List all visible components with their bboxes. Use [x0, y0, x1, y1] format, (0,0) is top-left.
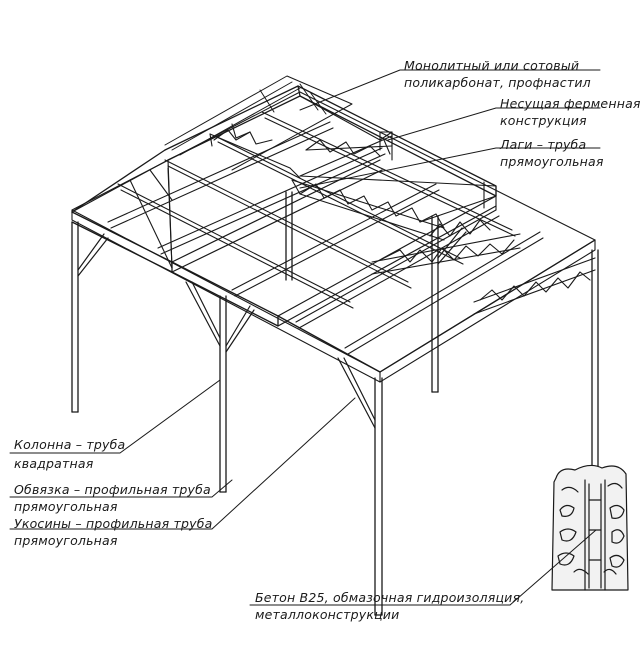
label-strapping-1: Обвязка – профильная труба: [14, 482, 211, 497]
label-truss-1: Несущая ферменная: [500, 96, 641, 111]
label-brace-2: прямоугольная: [14, 533, 118, 548]
truss-front-left: [71, 159, 173, 269]
side-beam-middle: [171, 159, 497, 327]
columns: [71, 191, 599, 616]
purlins: [107, 111, 544, 355]
label-foundation-2: металлоконструкции: [255, 607, 400, 622]
label-column-1: Колонна – труба: [14, 437, 126, 452]
label-truss-2: конструкция: [500, 113, 587, 128]
label-strapping-2: прямоугольная: [14, 499, 118, 514]
label-roofing-1: Монолитный или сотовый: [404, 58, 580, 73]
label-brace-1: Укосины – профильная труба: [14, 516, 213, 531]
leader-lines: [9, 69, 601, 606]
truss-3: [379, 131, 393, 161]
foundation-block: [551, 464, 629, 591]
knee-braces: [77, 227, 467, 429]
ridge-beam: [164, 85, 497, 197]
label-purlin-1: Лаги – труба: [500, 137, 587, 152]
label-purlin-2: прямоугольная: [500, 154, 604, 169]
label-roofing-2: поликарбонат, профнастил: [404, 75, 591, 90]
eave-beams: [71, 149, 596, 373]
truss-1: [209, 123, 301, 179]
label-column-2: квадратная: [14, 456, 94, 471]
truss-right-3: [473, 257, 596, 315]
polycarbonate-sheet: [164, 75, 353, 171]
label-foundation-1: Бетон В25, обмазочная гидроизоляция,: [255, 590, 525, 605]
